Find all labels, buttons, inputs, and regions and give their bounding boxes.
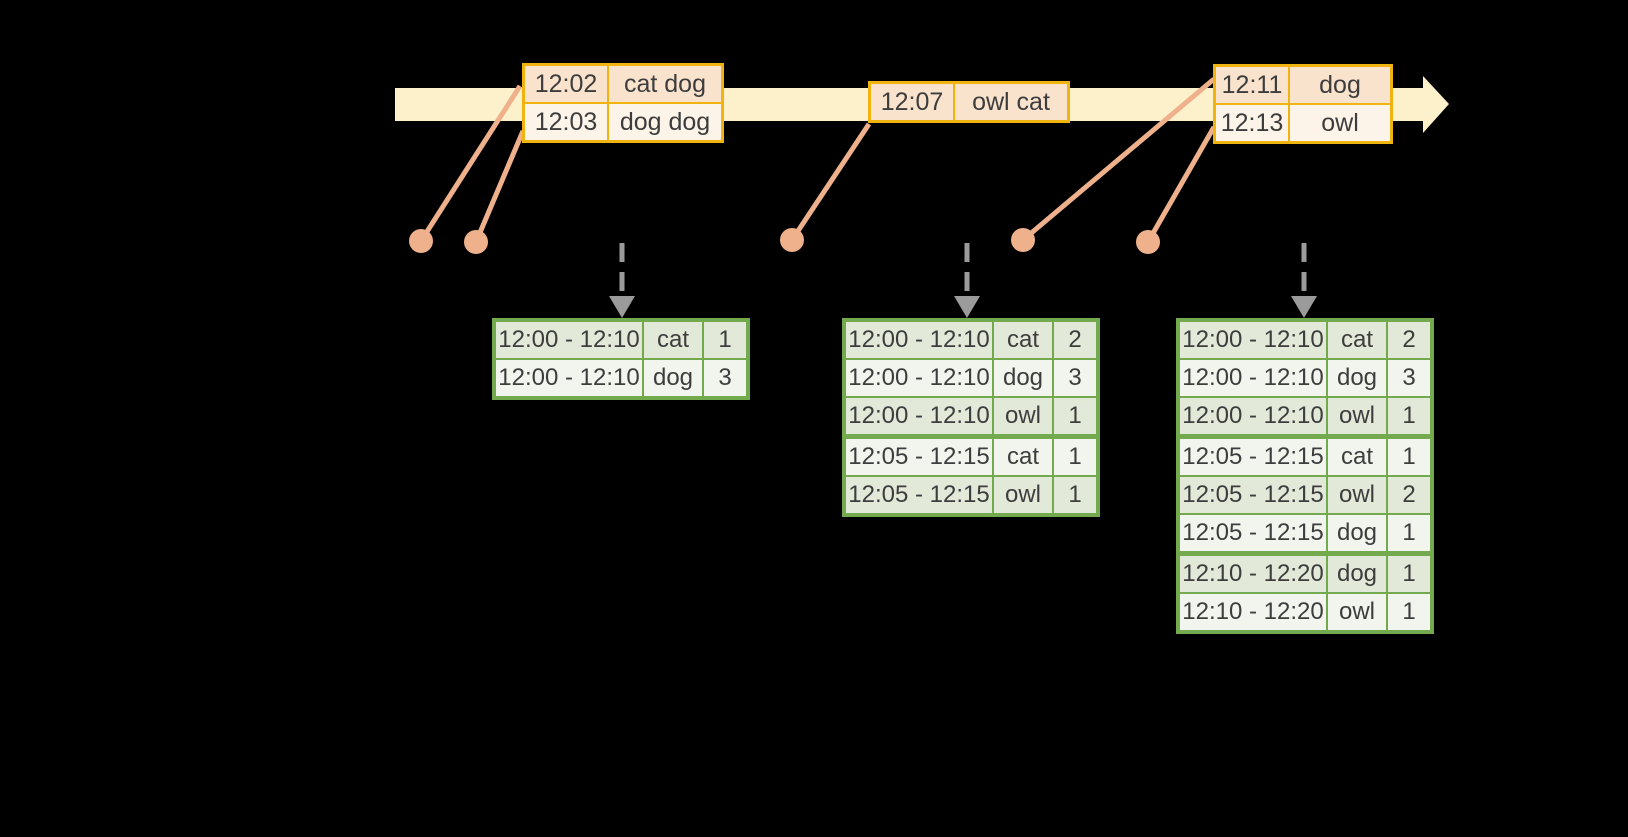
count-cell: 2 xyxy=(1388,322,1430,358)
word-cell: dog xyxy=(1328,515,1386,551)
word-cell: cat xyxy=(994,439,1052,475)
word-cell: dog xyxy=(1328,360,1386,396)
word-cell: dog xyxy=(644,360,702,396)
window-cell: 12:05 - 12:15 xyxy=(1180,515,1326,551)
window-cell: 12:00 - 12:10 xyxy=(1180,322,1326,358)
connector-line xyxy=(418,84,523,243)
result-table: 12:00 - 12:10 cat 1 12:00 - 12:10 dog 3 xyxy=(492,318,750,400)
event-time-cell: 12:03 xyxy=(525,104,607,140)
count-cell: 1 xyxy=(1388,398,1430,434)
connector-line xyxy=(789,122,872,242)
timeline-arrowhead-icon xyxy=(1423,76,1449,133)
result-row: 12:05 - 12:15 cat 1 xyxy=(1180,439,1430,475)
word-cell: dog xyxy=(1328,556,1386,592)
result-row: 12:05 - 12:15 owl 2 xyxy=(1180,477,1430,513)
trigger-down-arrow-icon xyxy=(609,243,635,318)
event-row: 12:03 dog dog xyxy=(525,104,721,140)
event-dot xyxy=(780,228,804,252)
event-table: 12:07 owl cat xyxy=(868,81,1070,123)
event-words-cell: dog xyxy=(1290,67,1390,103)
trigger-down-arrow-icon xyxy=(954,243,980,318)
result-row: 12:00 - 12:10 cat 2 xyxy=(1180,322,1430,358)
count-cell: 3 xyxy=(1388,360,1430,396)
result-table: 12:00 - 12:10 cat 2 12:00 - 12:10 dog 3 … xyxy=(842,318,1100,517)
event-words-cell: owl xyxy=(1290,105,1390,141)
event-table: 12:02 cat dog 12:03 dog dog xyxy=(522,63,724,143)
window-cell: 12:00 - 12:10 xyxy=(1180,398,1326,434)
window-cell: 12:00 - 12:10 xyxy=(846,360,992,396)
result-row: 12:00 - 12:10 owl 1 xyxy=(846,398,1096,434)
result-row: 12:10 - 12:20 dog 1 xyxy=(1180,556,1430,592)
result-row: 12:05 - 12:15 dog 1 xyxy=(1180,515,1430,551)
window-cell: 12:05 - 12:15 xyxy=(1180,477,1326,513)
event-table: 12:11 dog 12:13 owl xyxy=(1213,64,1393,144)
window-cell: 12:10 - 12:20 xyxy=(1180,594,1326,630)
event-row: 12:07 owl cat xyxy=(871,84,1067,120)
count-cell: 1 xyxy=(1388,515,1430,551)
result-row: 12:00 - 12:10 cat 2 xyxy=(846,322,1096,358)
result-row: 12:10 - 12:20 owl 1 xyxy=(1180,594,1430,630)
event-dot xyxy=(1011,228,1035,252)
count-cell: 2 xyxy=(1388,477,1430,513)
event-dot xyxy=(409,229,433,253)
word-cell: owl xyxy=(1328,594,1386,630)
word-cell: cat xyxy=(1328,439,1386,475)
word-cell: owl xyxy=(994,398,1052,434)
window-cell: 12:10 - 12:20 xyxy=(1180,556,1326,592)
window-cell: 12:05 - 12:15 xyxy=(1180,439,1326,475)
event-time-cell: 12:11 xyxy=(1216,67,1288,103)
count-cell: 1 xyxy=(1388,594,1430,630)
count-cell: 3 xyxy=(704,360,746,396)
event-dot xyxy=(1136,230,1160,254)
event-row: 12:11 dog xyxy=(1216,67,1390,103)
count-cell: 1 xyxy=(1388,439,1430,475)
window-cell: 12:00 - 12:10 xyxy=(846,398,992,434)
event-words-cell: dog dog xyxy=(609,104,721,140)
count-cell: 3 xyxy=(1054,360,1096,396)
count-cell: 1 xyxy=(1054,439,1096,475)
window-cell: 12:00 - 12:10 xyxy=(846,322,992,358)
window-cell: 12:00 - 12:10 xyxy=(496,360,642,396)
window-cell: 12:05 - 12:15 xyxy=(846,439,992,475)
event-row: 12:13 owl xyxy=(1216,105,1390,141)
result-row: 12:00 - 12:10 owl 1 xyxy=(1180,398,1430,434)
result-row: 12:05 - 12:15 cat 1 xyxy=(846,439,1096,475)
result-table: 12:00 - 12:10 cat 2 12:00 - 12:10 dog 3 … xyxy=(1176,318,1434,634)
word-cell: owl xyxy=(994,477,1052,513)
trigger-down-arrow-icon xyxy=(1291,243,1317,318)
count-cell: 1 xyxy=(704,322,746,358)
window-cell: 12:05 - 12:15 xyxy=(846,477,992,513)
word-cell: owl xyxy=(1328,398,1386,434)
word-cell: cat xyxy=(644,322,702,358)
result-row: 12:00 - 12:10 dog 3 xyxy=(846,360,1096,396)
window-cell: 12:00 - 12:10 xyxy=(1180,360,1326,396)
word-cell: cat xyxy=(1328,322,1386,358)
window-cell: 12:00 - 12:10 xyxy=(496,322,642,358)
word-cell: dog xyxy=(994,360,1052,396)
result-row: 12:00 - 12:10 dog 3 xyxy=(496,360,746,396)
event-words-cell: owl cat xyxy=(955,84,1067,120)
event-time-cell: 12:02 xyxy=(525,66,607,102)
count-cell: 1 xyxy=(1054,477,1096,513)
result-row: 12:05 - 12:15 owl 1 xyxy=(846,477,1096,513)
count-cell: 1 xyxy=(1054,398,1096,434)
connector-line xyxy=(473,130,526,243)
count-cell: 2 xyxy=(1054,322,1096,358)
connector-line xyxy=(1021,77,1216,242)
event-row: 12:02 cat dog xyxy=(525,66,721,102)
event-time-cell: 12:07 xyxy=(871,84,953,120)
event-dot xyxy=(464,230,488,254)
result-row: 12:00 - 12:10 dog 3 xyxy=(1180,360,1430,396)
count-cell: 1 xyxy=(1388,556,1430,592)
word-cell: cat xyxy=(994,322,1052,358)
result-row: 12:00 - 12:10 cat 1 xyxy=(496,322,746,358)
word-cell: owl xyxy=(1328,477,1386,513)
connector-line xyxy=(1145,125,1217,244)
event-time-cell: 12:13 xyxy=(1216,105,1288,141)
event-words-cell: cat dog xyxy=(609,66,721,102)
